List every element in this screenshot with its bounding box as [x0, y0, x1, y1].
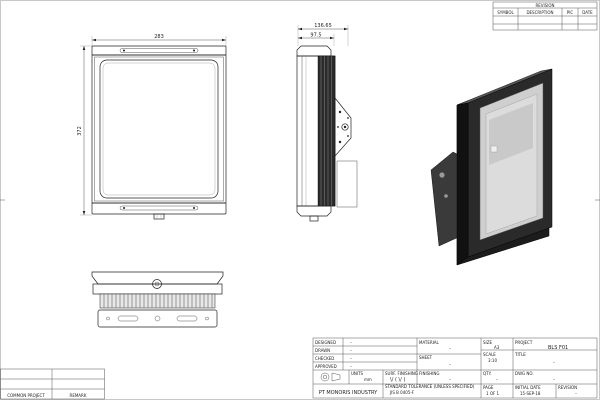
project-value: BLS F01	[548, 345, 568, 351]
checked-value: –	[350, 356, 352, 361]
revision-label: REVISION	[558, 385, 577, 390]
project-label: PROJECT	[515, 340, 533, 345]
initial-date-label: INITIAL DATE	[515, 385, 541, 390]
surface-finishing-value: \/ ( \/ )	[390, 377, 405, 383]
dwg-no-label: DWG NO.	[515, 371, 534, 376]
finishing-value: –	[449, 377, 451, 382]
revision-col-date: DATE	[582, 10, 593, 15]
isometric-view	[430, 68, 553, 266]
title-label: TITLE	[514, 352, 526, 357]
side-depth-total-dimension: 136.65	[314, 23, 332, 29]
standard-tolerance-value: JIS B 0405-F	[389, 390, 415, 395]
designed-label: DESIGNED	[315, 340, 336, 345]
scale-value: 3:10	[488, 358, 497, 363]
bottom-view	[91, 271, 224, 328]
standard-tolerance-label: STANDARD TOLERANCE (UNLESS SPECIFIED)	[385, 384, 475, 389]
revision-block: REVISION SYMBOL DESCRIPTION PIC DATE	[492, 1, 598, 31]
side-depth-body-dimension: 97.5	[310, 33, 321, 39]
size-value: A3	[494, 345, 500, 350]
initial-date-value: 15-SEP-18	[520, 391, 541, 396]
approved-value: –	[350, 364, 352, 369]
left-table: COMMON PROJECT REMARK	[0, 368, 105, 400]
drawn-value: –	[350, 348, 352, 353]
front-width-dimension: 283	[154, 34, 164, 40]
company-name: PT MONORIS INDUSTRY	[319, 390, 378, 396]
finishing-label: FINISHING	[419, 371, 439, 376]
remark-label: REMARK	[70, 393, 87, 398]
surface-finishing-label: SURF. FINISHING	[385, 371, 418, 376]
page-label: PAGE	[483, 385, 494, 390]
designed-value: –	[350, 340, 352, 345]
qty-value: –	[496, 377, 498, 382]
material-label: MATERIAL	[419, 340, 440, 345]
side-view: 136.65 97.5	[296, 23, 358, 222]
front-view: 283 372	[77, 34, 227, 220]
projection-symbol-icon	[320, 372, 341, 382]
title-block: DESIGNED DRAWN CHECKED APPROVED – – – – …	[312, 337, 598, 399]
sheet-label: SHEET	[419, 355, 433, 360]
common-project-label: COMMON PROJECT	[7, 393, 45, 398]
sheet-value: –	[449, 362, 451, 367]
revision-col-description: DESCRIPTION	[526, 10, 553, 15]
revision-col-pic: PIC	[567, 10, 574, 15]
revision-col-symbol: SYMBOL	[497, 10, 514, 15]
scale-label: SCALE	[483, 352, 496, 357]
size-label: SIZE	[483, 340, 492, 345]
units-label: UNITS	[351, 371, 364, 376]
dwg-no-value: –	[553, 377, 555, 382]
units-value: mm	[364, 377, 372, 382]
revision-value: –	[575, 391, 577, 396]
revision-block-title: REVISION	[535, 3, 554, 8]
drawn-label: DRAWN	[315, 348, 330, 353]
qty-label: QTY.	[483, 371, 492, 376]
title-value: –	[553, 360, 555, 365]
front-height-dimension: 372	[77, 126, 83, 136]
approved-label: APPROVED	[315, 364, 337, 369]
checked-label: CHECKED	[315, 356, 334, 361]
material-value: –	[449, 346, 451, 351]
page-value: 1 OF 1	[486, 391, 500, 396]
